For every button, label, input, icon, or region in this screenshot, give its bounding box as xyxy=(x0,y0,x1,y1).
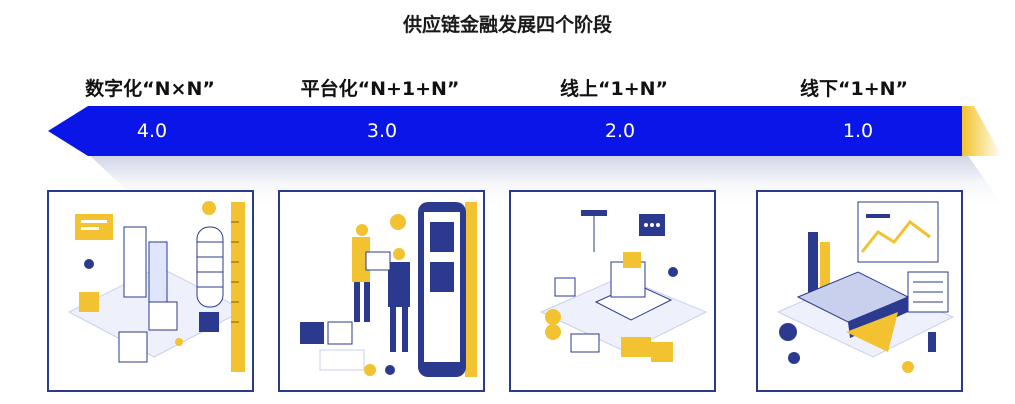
stage-label-platform: 平台化“N+1+N” xyxy=(300,78,460,100)
offline-analytics-illustration xyxy=(776,201,955,373)
version-3: 3.0 xyxy=(366,120,398,142)
online-logistics-illustration xyxy=(539,210,708,362)
stage-label-online: 线上“1+N” xyxy=(559,78,669,100)
version-2: 2.0 xyxy=(604,120,636,142)
digital-city-illustration xyxy=(67,201,246,372)
arrow-tail-accent xyxy=(962,106,1002,156)
stage-card-digital xyxy=(47,190,254,392)
stage-card-platform xyxy=(278,190,485,392)
timeline-arrow: 4.0 3.0 2.0 1.0 xyxy=(0,100,1015,210)
stage-card-online xyxy=(509,190,716,392)
page-title: 供应链金融发展四个阶段 xyxy=(402,14,612,36)
platform-people-illustration xyxy=(300,202,477,377)
stage-card-offline xyxy=(756,190,963,392)
arrow-body xyxy=(48,106,962,156)
stage-label-digital: 数字化“N×N” xyxy=(85,78,215,100)
stage-label-offline: 线下“1+N” xyxy=(799,78,909,100)
version-1: 1.0 xyxy=(842,120,874,142)
version-4: 4.0 xyxy=(136,120,168,142)
